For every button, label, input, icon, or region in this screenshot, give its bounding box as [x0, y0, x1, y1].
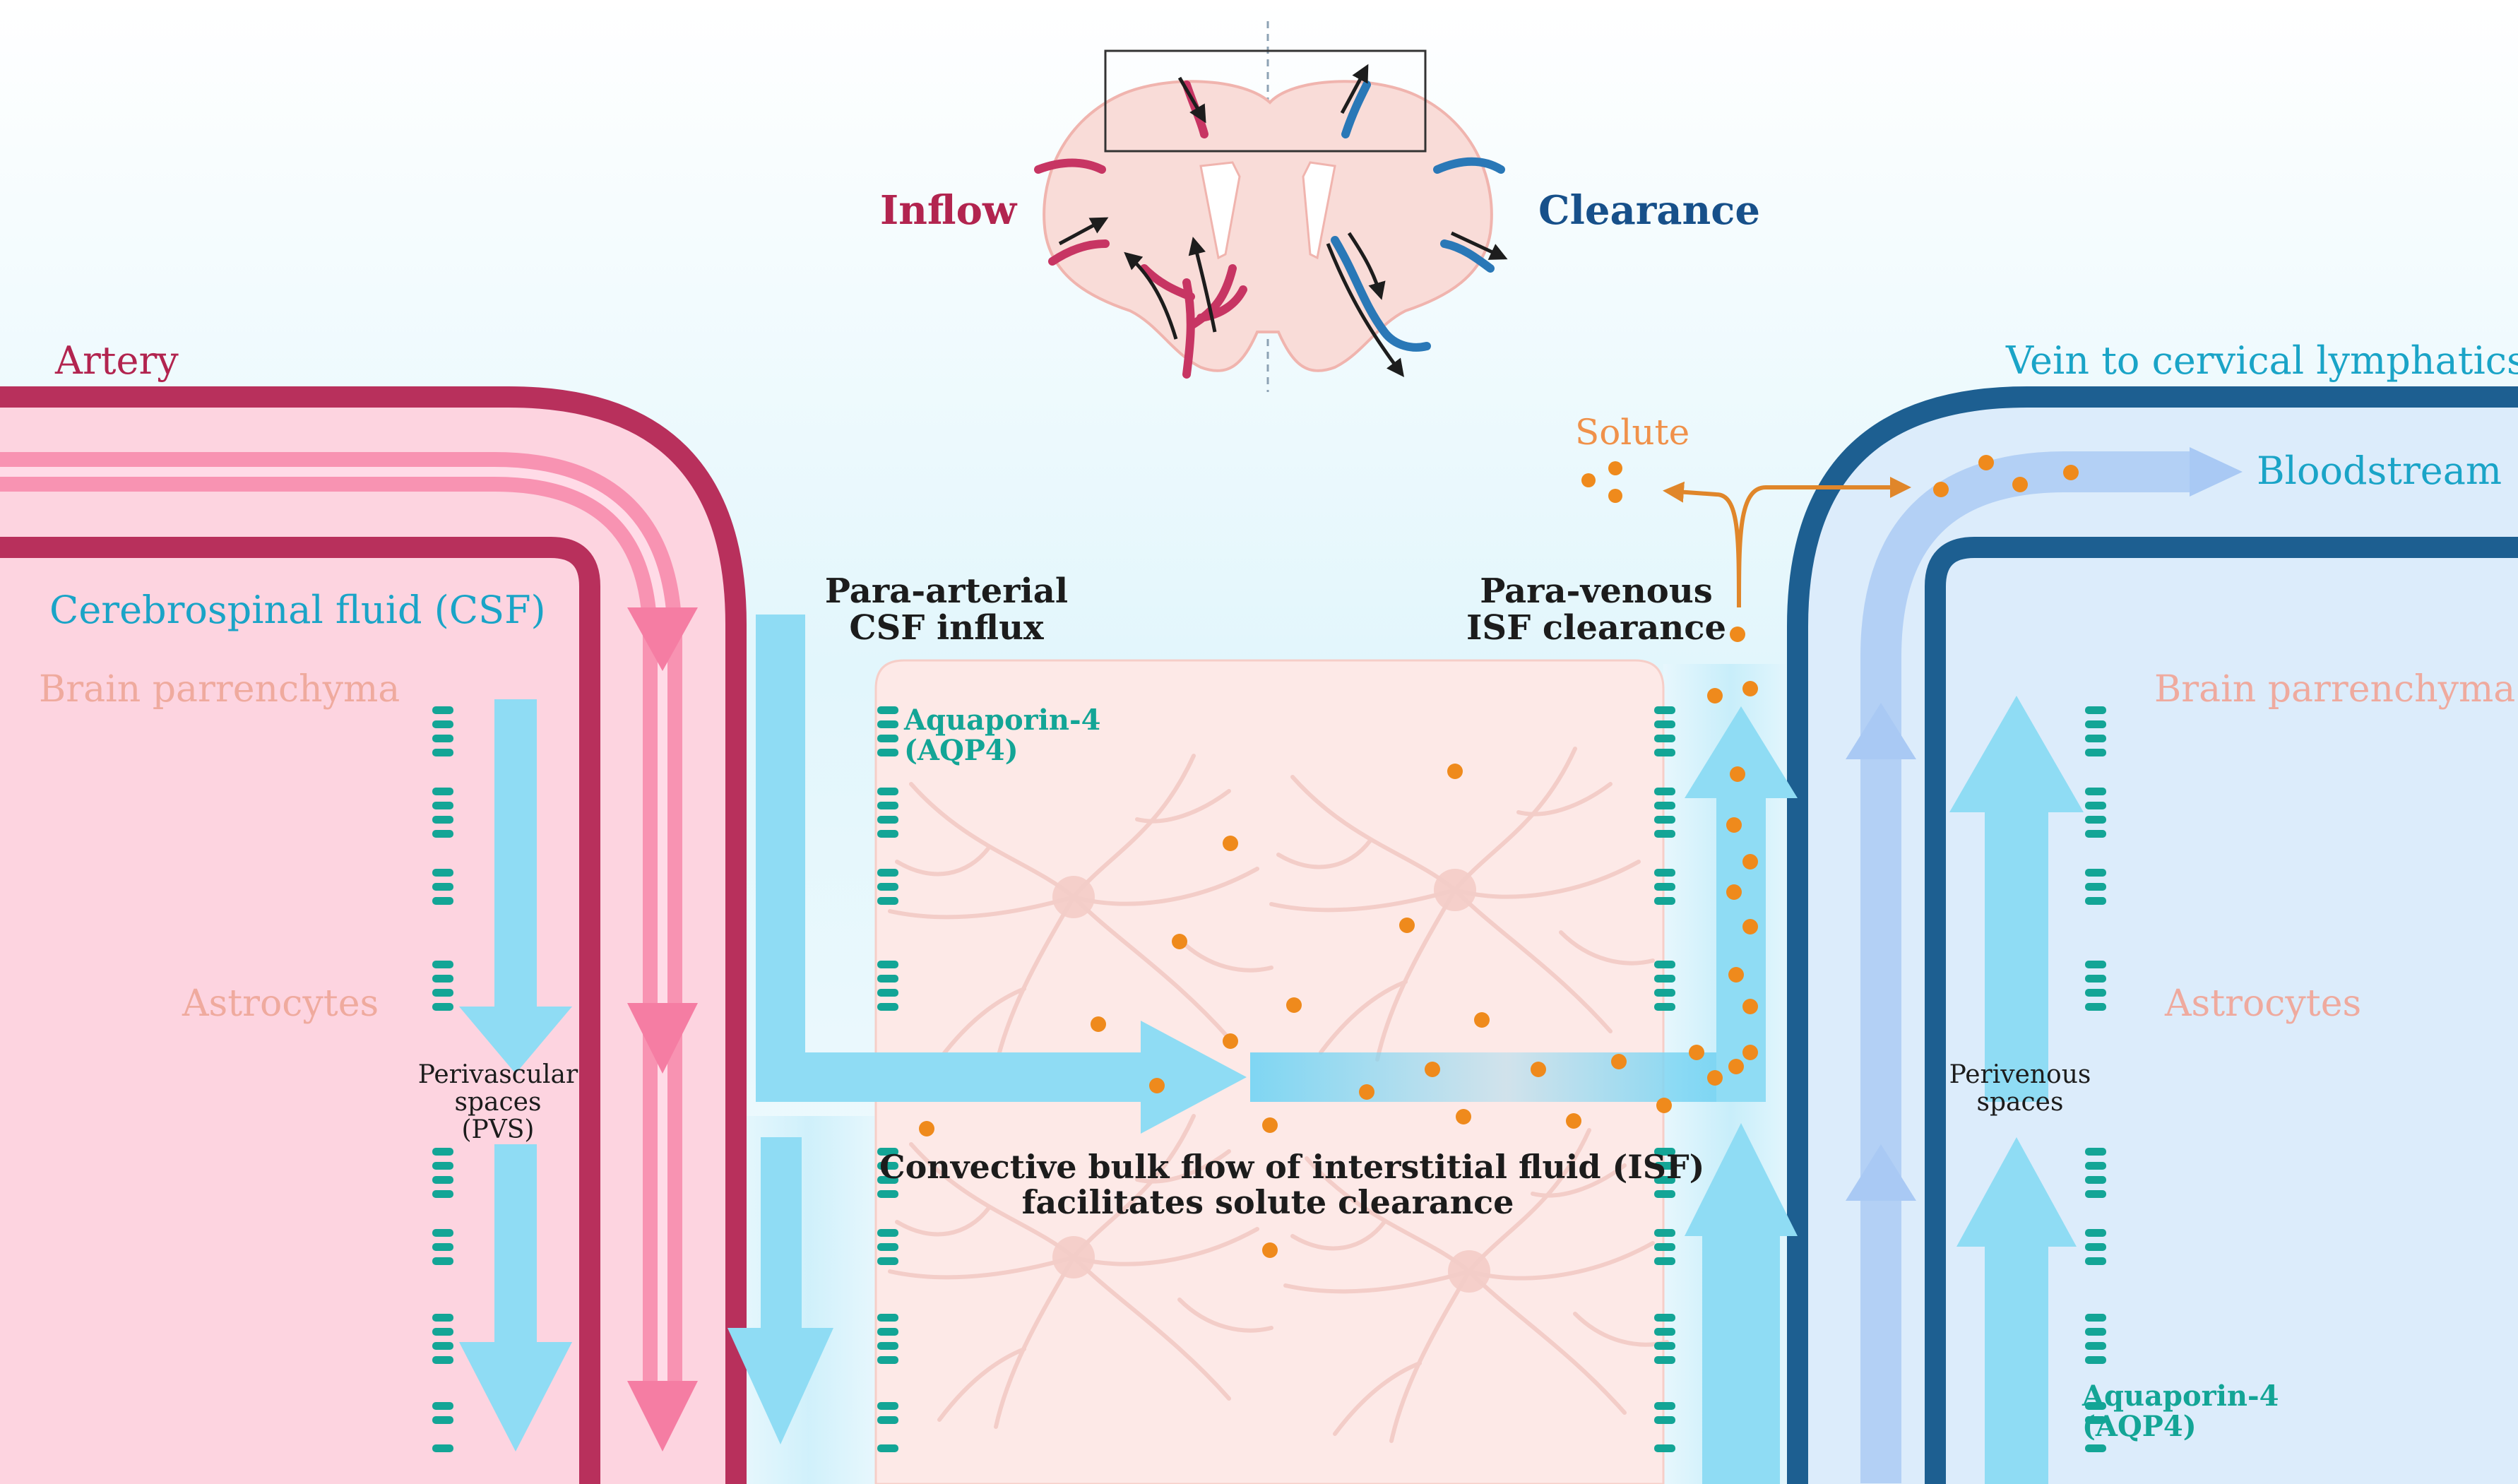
perivenous-label: Perivenous spaces	[1935, 1060, 2105, 1117]
para-arterial-label: Para-arterial CSF influx	[819, 571, 1074, 648]
pvs-line-1: Perivascular	[417, 1060, 578, 1089]
astrocytes-left-label: Astrocytes	[182, 983, 379, 1025]
brain-parenchyma-left-label: Brain parrenchyma	[39, 668, 400, 711]
aqp4-left-line-2: (AQP4)	[904, 734, 1019, 768]
convective-flow-label: Convective bulk flow of interstitial flu…	[879, 1148, 1705, 1221]
aqp4-left-label: Aquaporin-4 (AQP4)	[904, 705, 1100, 766]
csf-label: Cerebrospinal fluid (CSF)	[49, 588, 546, 632]
para-arterial-line-1: Para-arterial	[824, 571, 1069, 611]
astrocytes-right-label: Astrocytes	[2165, 983, 2362, 1025]
convective-flow-line-2: facilitates solute clearance	[1021, 1182, 1514, 1221]
aqp4-right-label: Aquaporin-4 (AQP4)	[2082, 1381, 2279, 1442]
para-venous-line-1: Para-venous	[1480, 571, 1713, 611]
brain-parenchyma-right-label: Brain parrenchyma	[2154, 668, 2516, 711]
inflow-label: Inflow	[880, 187, 1017, 234]
vein-label: Vein to cervical lymphatics	[2006, 338, 2518, 383]
perivenous-line-2: spaces	[1976, 1087, 2064, 1117]
artery-label: Artery	[55, 338, 179, 383]
para-venous-line-2: ISF clearance	[1466, 607, 1727, 648]
para-venous-label: Para-venous ISF clearance	[1462, 571, 1730, 648]
aqp4-right-line-1: Aquaporin-4	[2082, 1379, 2279, 1413]
para-arterial-line-2: CSF influx	[849, 607, 1044, 648]
pvs-line-3: (PVS)	[461, 1115, 535, 1144]
pvs-label: Perivascular spaces (PVS)	[410, 1060, 586, 1144]
aqp4-right-line-2: (AQP4)	[2082, 1410, 2197, 1444]
pvs-line-2: spaces	[454, 1087, 542, 1117]
perivenous-line-1: Perivenous	[1949, 1060, 2091, 1089]
convective-flow-line-1: Convective bulk flow of interstitial flu…	[879, 1148, 1705, 1186]
aqp4-left-line-1: Aquaporin-4	[904, 704, 1101, 737]
clearance-label: Clearance	[1538, 187, 1760, 234]
bloodstream-label: Bloodstream	[2257, 449, 2502, 493]
solute-label: Solute	[1575, 412, 1690, 453]
